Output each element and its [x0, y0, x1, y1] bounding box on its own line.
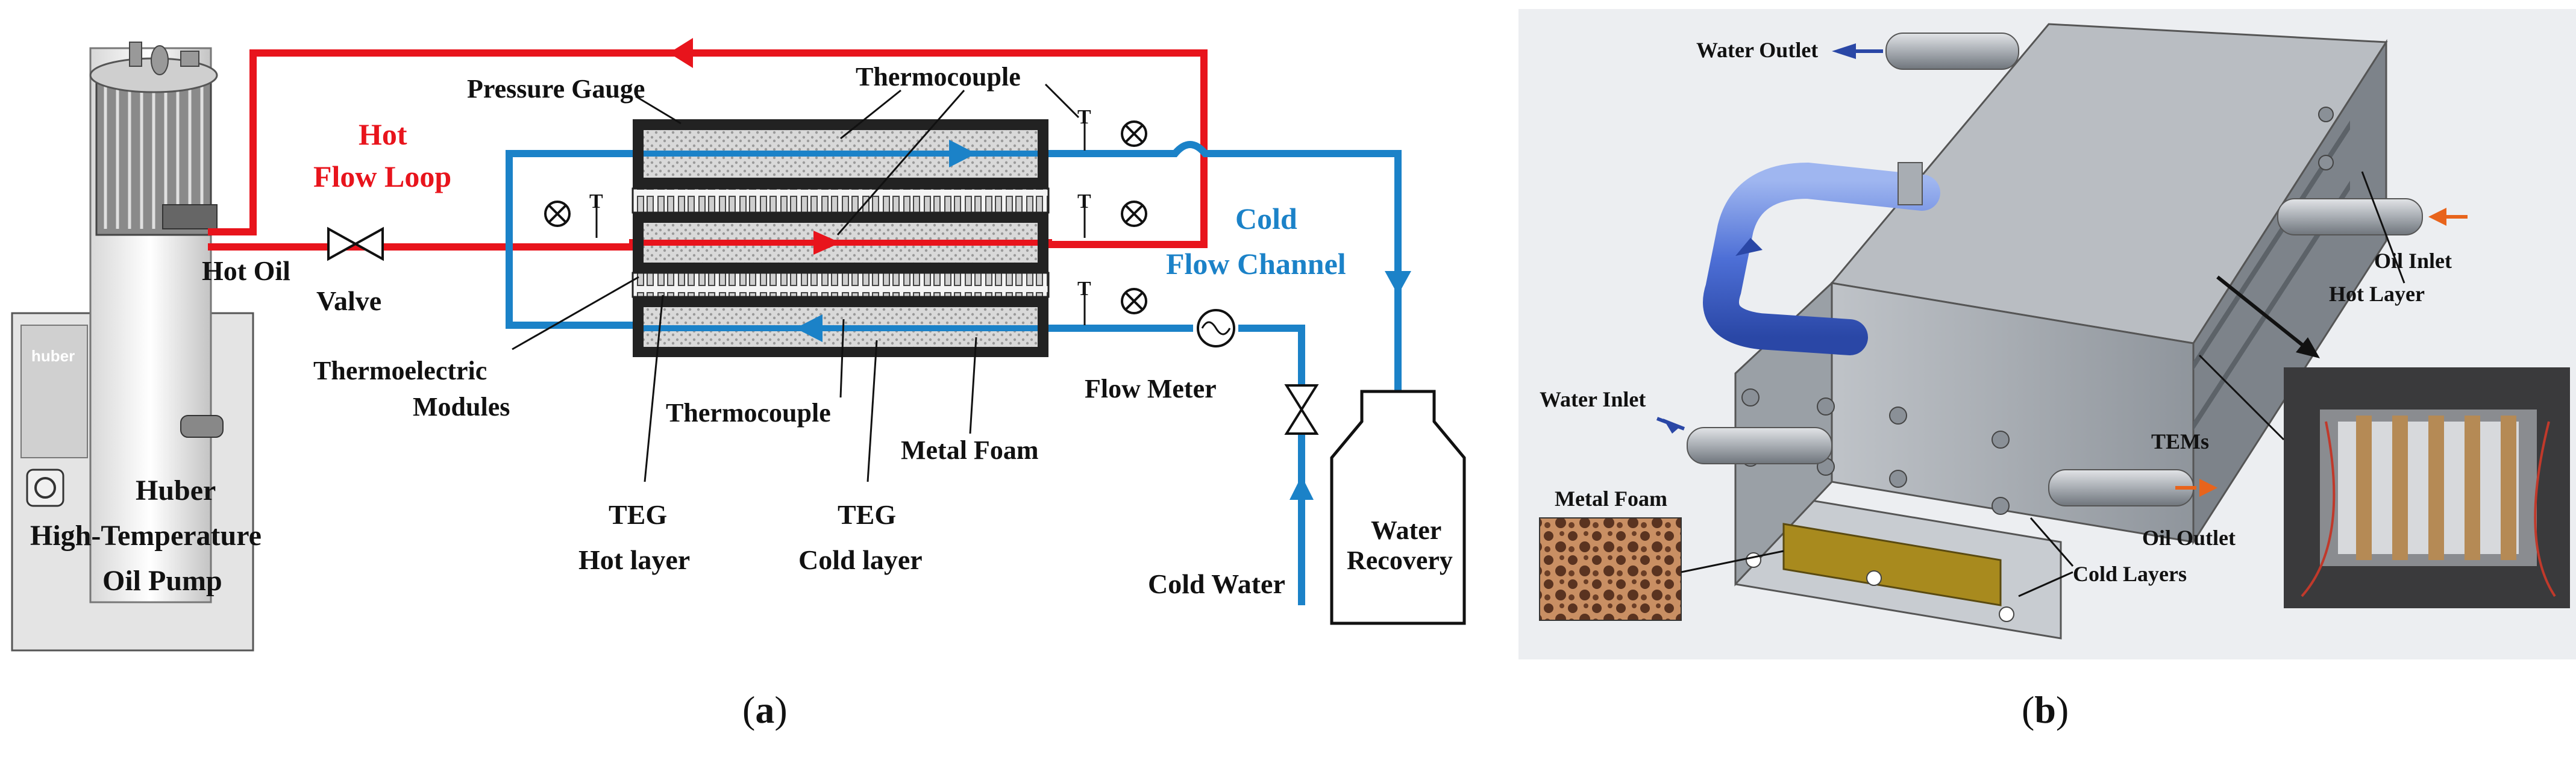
flow-meter [1197, 309, 1235, 347]
teg-hot-layer-label-2: Hot layer [578, 544, 690, 575]
water-recovery-label-1: Water [1371, 516, 1441, 545]
hot-flow-loop-label-2: Flow Loop [313, 160, 451, 193]
valve-label: Valve [316, 285, 381, 316]
hot-valve [327, 226, 384, 261]
gauge-1 [1121, 120, 1147, 147]
huber-oil-pump: huber [11, 42, 254, 652]
panel-b-caption: (b) [2022, 688, 2069, 731]
metal-foam-photo [1539, 517, 1784, 621]
thermocouple-bottom-label: Thermocouple [666, 398, 831, 428]
tem-photo-inset [2284, 367, 2570, 608]
water-recovery-bottle [1330, 390, 1466, 625]
u-bend-pipe [1703, 162, 1940, 355]
thermocouple-markers [595, 123, 1086, 325]
metal-foam-label-b: Metal Foam [1555, 487, 1667, 511]
huber-label-3: Oil Pump [102, 565, 222, 597]
pressure-gauge-label: Pressure Gauge [467, 74, 645, 104]
cold-flow-channel [506, 141, 1402, 605]
water-recovery-label-2: Recovery [1347, 546, 1453, 575]
hot-layer-label: Hot Layer [2329, 282, 2425, 306]
thermoelectric-modules-label-1: Thermoelectric [313, 356, 487, 385]
tems-label: TEMs [2151, 429, 2209, 453]
cold-arrow-down [1385, 271, 1411, 295]
cold-layers-label: Cold Layers [2073, 562, 2187, 586]
cold-valve [1284, 384, 1319, 435]
oil-outlet-label: Oil Outlet [2142, 526, 2236, 550]
huber-label-2: High-Temperature [30, 520, 262, 552]
water-inlet-label: Water Inlet [1540, 387, 1646, 411]
pipes [1687, 33, 2423, 506]
thermoelectric-modules-label-2: Modules [413, 392, 510, 422]
leader-lines [512, 83, 1080, 482]
hot-flow-loop-label-1: Hot [359, 117, 407, 151]
teg-hot-layer-label-1: TEG [609, 499, 667, 530]
pump-brand-label: huber [31, 347, 75, 365]
t-marker-4: T [1077, 278, 1091, 300]
cold-flow-channel-label-2: Flow Channel [1166, 247, 1346, 281]
teg-cold-layer-label-1: TEG [838, 499, 896, 530]
gauge-4 [1121, 288, 1147, 314]
huber-label-1: Huber [136, 475, 216, 506]
oil-inlet-label: Oil Inlet [2374, 249, 2452, 273]
gauge-2 [544, 201, 571, 227]
pressure-gauges [544, 120, 1147, 314]
cold-arrow-up [1290, 476, 1314, 500]
hot-oil-label: Hot Oil [202, 255, 290, 286]
panel-b-leaders [2018, 171, 2405, 597]
t-marker-3: T [1077, 190, 1091, 213]
panel-b: Water Outlet Oil Inlet Hot Layer Water I… [1518, 9, 2576, 731]
cold-water-label: Cold Water [1148, 569, 1285, 599]
thermocouple-top-label: Thermocouple [856, 62, 1021, 92]
teg-cold-layer-label-2: Cold layer [798, 544, 923, 575]
gauge-3 [1121, 201, 1147, 227]
teg-assembly-3d [1734, 23, 2388, 640]
photo-pointer-arrow [2216, 275, 2309, 351]
t-marker-1: T [1077, 106, 1091, 128]
panel-a-caption: (a) [742, 688, 788, 731]
metal-foam-label: Metal Foam [901, 435, 1038, 465]
water-outlet-label: Water Outlet [1696, 38, 1818, 62]
t-marker-2: T [589, 190, 603, 213]
panel-a: huber [11, 38, 1466, 731]
hot-return-arrow [669, 38, 693, 68]
flow-meter-label: Flow Meter [1085, 374, 1217, 403]
cold-flow-channel-label-1: Cold [1235, 202, 1297, 235]
